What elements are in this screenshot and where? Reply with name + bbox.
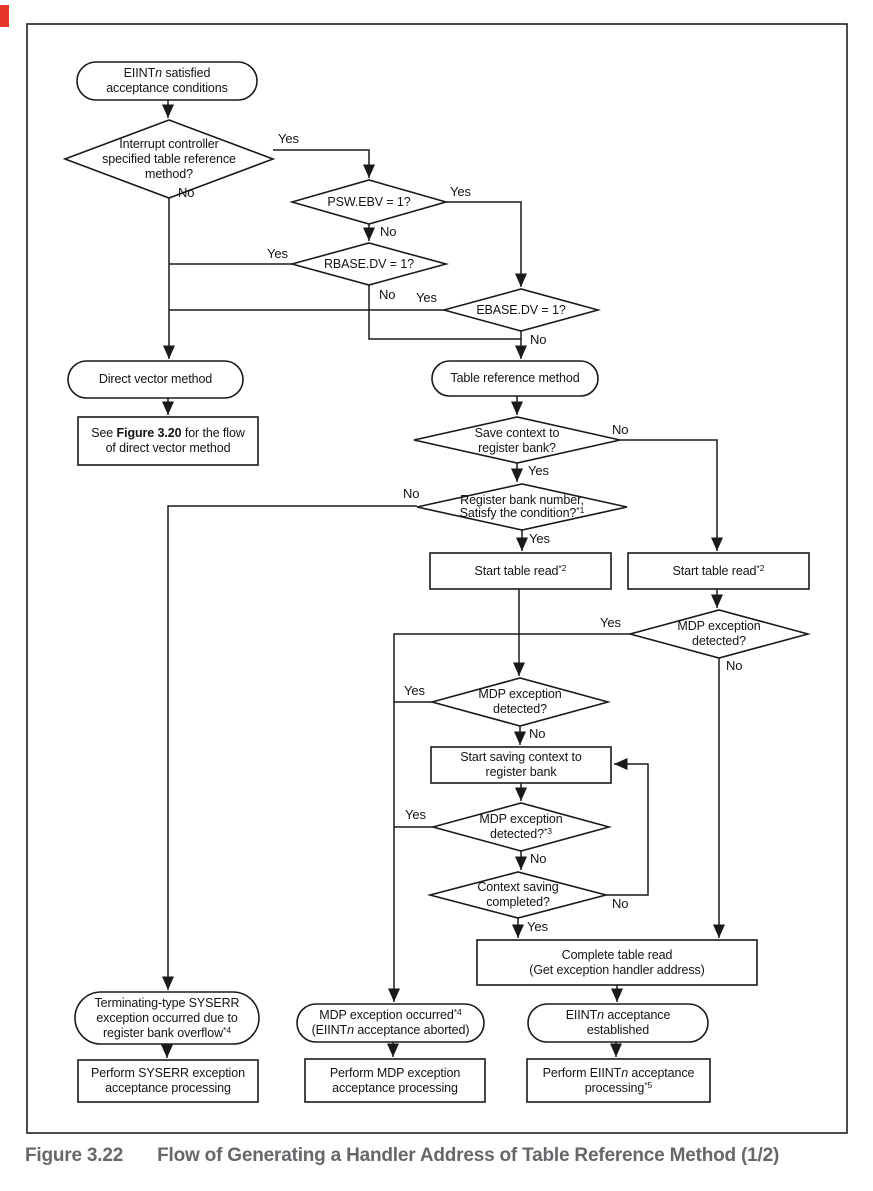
process-complete-table-read [476,939,758,986]
decision-psw-ebv-label: PSW.EBV = 1? [327,195,411,209]
process-start-saving [430,746,612,784]
label-yes-save-context: Yes [528,463,549,478]
label-no-mdp-right: No [726,658,743,673]
decision-mdp-3 [429,802,613,852]
figure-caption-title: Flow of Generating a Handler Address of … [157,1145,780,1166]
edge-contextsaving-no-loop [606,758,649,896]
figure-border [26,23,848,1134]
label-yes-context-saving: Yes [527,919,548,934]
node-eiint-established-label: EIINTn acceptance established [565,1008,671,1037]
figure-caption-number: Figure 3.22 [25,1145,124,1166]
decision-context-saving [426,871,610,919]
decision-table-ref-label: Interrupt controller specified table ref… [102,136,236,181]
terminal-eiint-established [527,1003,709,1043]
decision-ebase-dv-label: EBASE.DV = 1? [476,303,566,317]
node-complete-table-read-label: Complete table read (Get exception handl… [529,947,705,977]
node-start-saving-label: Start saving context to register bank [460,750,582,779]
edge-rbase-no-to-tableref [368,285,521,340]
label-no-mdp-3: No [530,851,547,866]
decision-rbase-dv-label: RBASE.DV = 1? [323,257,415,271]
label-yes-ebase: Yes [416,290,437,305]
label-yes-register-bank: Yes [529,531,550,546]
node-perform-eiint-label: Perform EIINTn acceptance processing*5 [542,1065,695,1095]
decision-save-context-label: Save context to register bank? [474,426,560,455]
label-no-table-ref: No [178,185,195,200]
edge-psw-yes-to-ebase [446,201,527,287]
label-yes-rbase: Yes [267,246,288,261]
label-no-register-bank: No [403,486,420,501]
edge-mdp-yes-spine [388,633,630,1002]
terminal-syserr-occurred [74,991,260,1045]
decision-ebase-dv [440,288,602,332]
process-perform-eiint [526,1058,711,1103]
label-yes-psw: Yes [450,184,471,199]
edge-yes-to-psw [273,149,375,178]
label-no-rbase: No [379,287,396,302]
node-start-table-read-right-label: Start table read*2 [672,562,765,578]
label-no-psw: No [380,224,397,239]
decision-mdp-left [428,677,612,727]
node-perform-mdp-label: Perform MDP exception acceptance process… [329,1065,461,1095]
decision-mdp-left-label: MDP exception detected? [478,687,562,716]
node-table-reference-label: Table reference method [450,371,580,385]
label-yes-mdp-left: Yes [404,683,425,698]
label-yes-mdp-3: Yes [405,807,426,822]
label-no-mdp-left: No [529,726,546,741]
decision-rbase-dv [288,242,450,286]
revision-change-bar [0,5,9,27]
decision-save-context [413,416,621,464]
decision-psw-ebv [289,179,449,225]
decision-table-ref-method [62,119,276,199]
node-see-figure-label: See Figure 3.20 for the flow of direct v… [91,426,245,455]
figure-caption: Figure 3.22 Flow of Generating a Handler … [25,1145,867,1167]
decision-mdp-right-label: MDP exception detected? [677,619,761,648]
label-yes-mdp-right: Yes [600,615,621,630]
node-syserr-occurred-label: Terminating-type SYSERR exception occurr… [94,995,240,1040]
node-mdp-occurred-label: MDP exception occurred*4 (EIINTn accepta… [311,1007,470,1037]
node-start-label: EIINTn satisfied acceptance conditions [106,66,228,95]
decision-register-bank [416,483,628,531]
node-perform-syserr-label: Perform SYSERR exception acceptance proc… [91,1066,245,1095]
terminal-mdp-occurred [296,1003,485,1043]
label-no-save-context: No [612,422,629,437]
edge-registerbank-no-to-syserr [162,505,417,990]
process-see-figure [77,416,259,466]
decision-context-saving-label: Context saving completed? [477,880,559,909]
decision-mdp-right [626,609,812,659]
terminal-direct-vector [67,360,244,399]
decision-register-bank-label: Register bank number, Satisfy the condit… [459,492,585,520]
process-perform-mdp [304,1058,486,1103]
node-direct-vector-label: Direct vector method [98,372,213,386]
label-no-ebase: No [530,332,547,347]
decision-mdp-3-label: MDP exception detected?*3 [479,812,563,841]
terminal-table-reference [431,360,599,397]
label-no-context-saving: No [612,896,629,911]
edge-savecontext-no [620,439,723,551]
process-perform-syserr [77,1059,259,1103]
label-yes-table-ref: Yes [278,131,299,146]
process-start-table-read-right [627,552,810,590]
node-start-table-read-left-label: Start table read*2 [474,562,567,578]
process-start-table-read-left [429,552,612,590]
terminal-start [76,61,258,101]
